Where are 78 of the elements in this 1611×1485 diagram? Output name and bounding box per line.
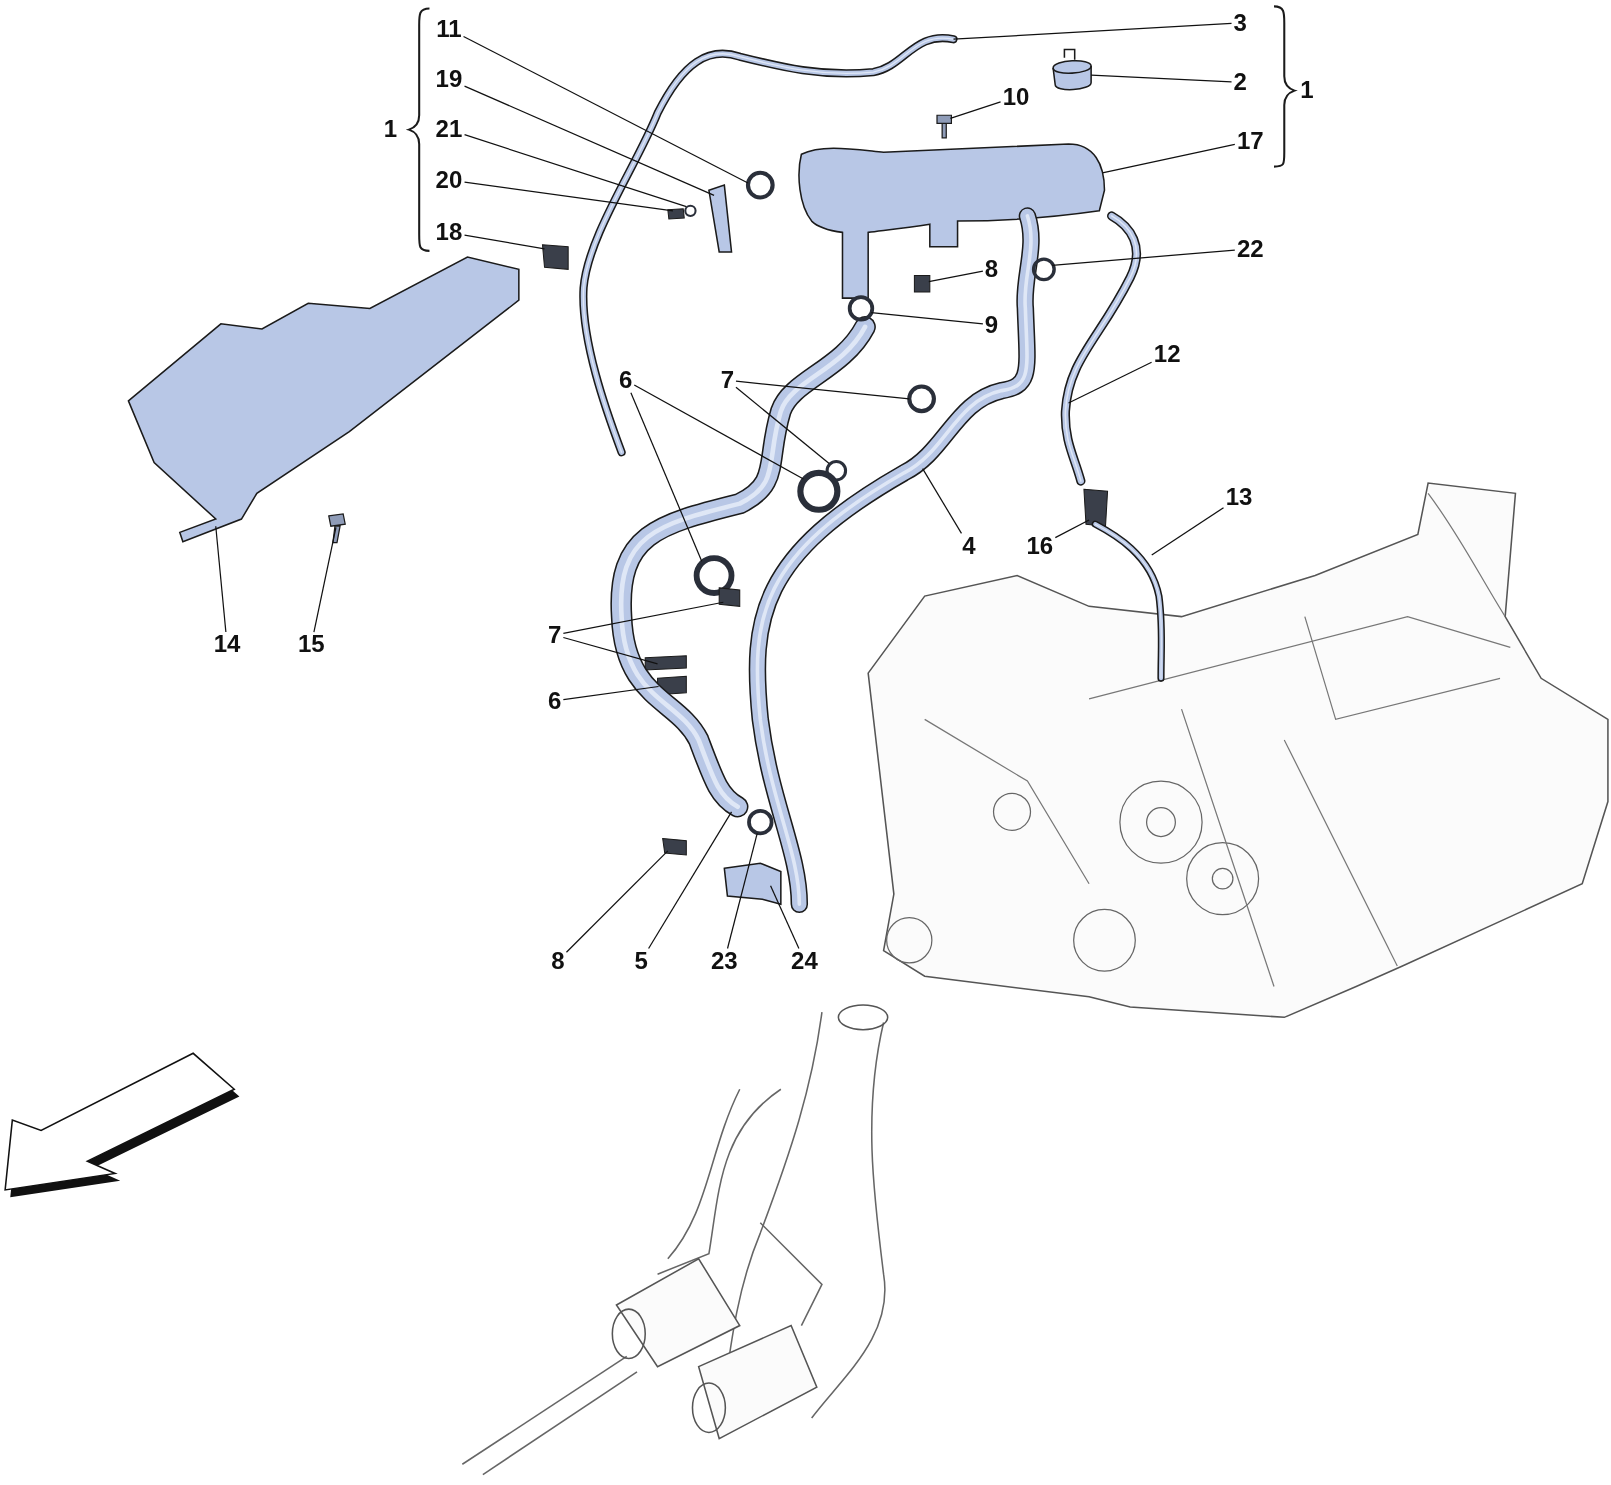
clip [1031, 257, 1056, 282]
clamp [797, 469, 841, 513]
heat-shield [127, 256, 520, 543]
leader-line [949, 101, 1002, 119]
leader-line [928, 270, 984, 283]
callout-number: 19 [435, 66, 463, 93]
callout-number: 24 [791, 947, 818, 974]
callout-number: 2 [1233, 69, 1247, 96]
hose [1091, 520, 1166, 682]
leader-line [565, 850, 669, 953]
bracket [723, 862, 782, 906]
leader-line [1054, 519, 1090, 539]
callout-number: 5 [634, 947, 648, 974]
callout-number: 8 [984, 256, 999, 283]
leader-line [562, 601, 724, 635]
leader-line [463, 234, 546, 250]
callout-number: 6 [548, 687, 562, 714]
callout-number: 16 [1026, 532, 1054, 559]
clip [662, 838, 687, 856]
callout-number: 18 [435, 219, 463, 246]
leader-line [633, 384, 805, 480]
callout-number: 8 [551, 947, 565, 974]
leader-line [562, 636, 659, 665]
callout-number: 1 [383, 116, 398, 143]
callout-number: 4 [962, 532, 976, 559]
leader-line [463, 134, 687, 208]
callout-number: 7 [548, 621, 562, 648]
callout-number: 3 [1233, 9, 1247, 36]
leader-line [922, 468, 963, 535]
callout-number: 13 [1225, 484, 1253, 511]
leader-line [1101, 143, 1236, 174]
callout-number: 7 [720, 367, 735, 394]
leader-line [769, 885, 800, 950]
leader-line [1090, 74, 1233, 83]
hose [1060, 211, 1141, 486]
clamp [745, 170, 775, 200]
callout-number: 20 [435, 166, 463, 193]
leader-line [735, 380, 910, 400]
connector [1083, 488, 1109, 527]
leader-line [726, 832, 758, 950]
leader-line [1151, 507, 1225, 556]
filler-cap [1052, 48, 1092, 91]
callout-number: 14 [213, 631, 241, 658]
callout-number: 11 [436, 15, 462, 42]
hose [610, 316, 876, 818]
clamp [847, 295, 875, 322]
callout-number: 12 [1153, 341, 1181, 368]
leader-line [215, 525, 227, 633]
expansion-tank [798, 143, 1106, 299]
clamp [825, 459, 848, 482]
clip [913, 275, 931, 293]
callout-number: 22 [1237, 235, 1264, 262]
callout-number: 15 [297, 631, 325, 658]
leader-line [735, 386, 830, 465]
leader-line [462, 35, 749, 184]
screw [328, 513, 346, 544]
leader-line [1067, 361, 1153, 404]
callout-number: 23 [711, 947, 738, 974]
clip [541, 244, 569, 270]
callout-number: 17 [1237, 127, 1264, 154]
callout-number: 21 [435, 116, 463, 143]
hose [579, 33, 958, 457]
callout-number: 9 [984, 311, 999, 338]
leader-line [1051, 249, 1236, 266]
leader-line [562, 685, 660, 701]
callout-number: 6 [619, 367, 633, 394]
callout-number: 10 [1002, 83, 1030, 110]
leader-line [463, 181, 674, 212]
leader-line [647, 811, 733, 950]
clamp [693, 555, 735, 596]
leader-line [463, 85, 715, 196]
clamp [747, 808, 774, 836]
callout-number: 1 [1300, 77, 1314, 104]
leader-line [630, 392, 703, 562]
clamp [907, 384, 936, 414]
leader-line [313, 526, 337, 633]
leader-line [952, 22, 1233, 40]
leader-line [870, 311, 984, 325]
